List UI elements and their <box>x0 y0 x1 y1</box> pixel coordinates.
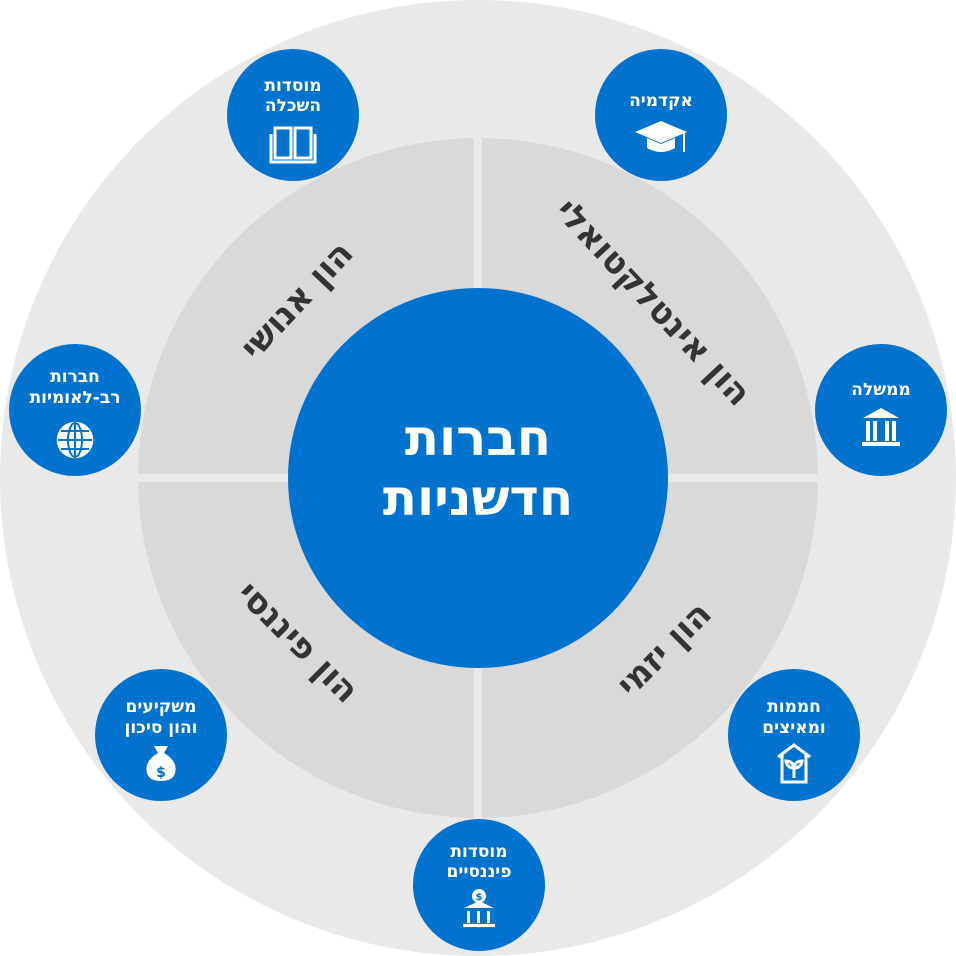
graduation-cap-icon <box>635 121 687 152</box>
bank-dollar-icon: $ <box>463 889 495 927</box>
svg-text:$: $ <box>156 765 166 781</box>
node-academia[interactable]: אקדמיה <box>595 49 727 181</box>
node-label: מוסדות <box>264 76 321 96</box>
sprout-house-icon <box>777 743 811 784</box>
node-higher-education[interactable]: מוסדות השכלה <box>227 49 359 181</box>
globe-icon <box>56 421 94 459</box>
node-label: ומאיצים <box>762 718 825 738</box>
node-investors[interactable]: משקיעים והון סיכון $ <box>95 669 227 801</box>
money-bag-icon: $ <box>146 746 176 781</box>
node-label: השכלה <box>265 96 321 116</box>
book-icon <box>269 126 317 164</box>
government-building-icon <box>862 408 900 446</box>
node-label: חברות <box>50 367 100 387</box>
node-label: משקיעים <box>126 697 197 717</box>
node-label: אקדמיה <box>629 91 693 111</box>
node-label: חממות <box>767 697 821 717</box>
node-incubators[interactable]: חממות ומאיצים <box>728 669 860 801</box>
node-financial-institutions[interactable]: מוסדות פיננסיים $ <box>413 819 545 951</box>
node-label: מוסדות <box>450 842 507 862</box>
node-label: ממשלה <box>851 380 910 400</box>
node-label: והון סיכון <box>125 718 198 738</box>
center-title-line2: חדשניות <box>383 469 573 527</box>
node-government[interactable]: ממשלה <box>815 344 947 476</box>
center-circle <box>288 288 668 668</box>
node-multinationals[interactable]: חברות רב-לאומיות <box>9 344 141 476</box>
node-label: רב-לאומיות <box>30 388 121 408</box>
svg-text:$: $ <box>476 892 483 903</box>
center-title-line1: חברות <box>405 409 551 467</box>
node-label: פיננסיים <box>447 862 512 882</box>
